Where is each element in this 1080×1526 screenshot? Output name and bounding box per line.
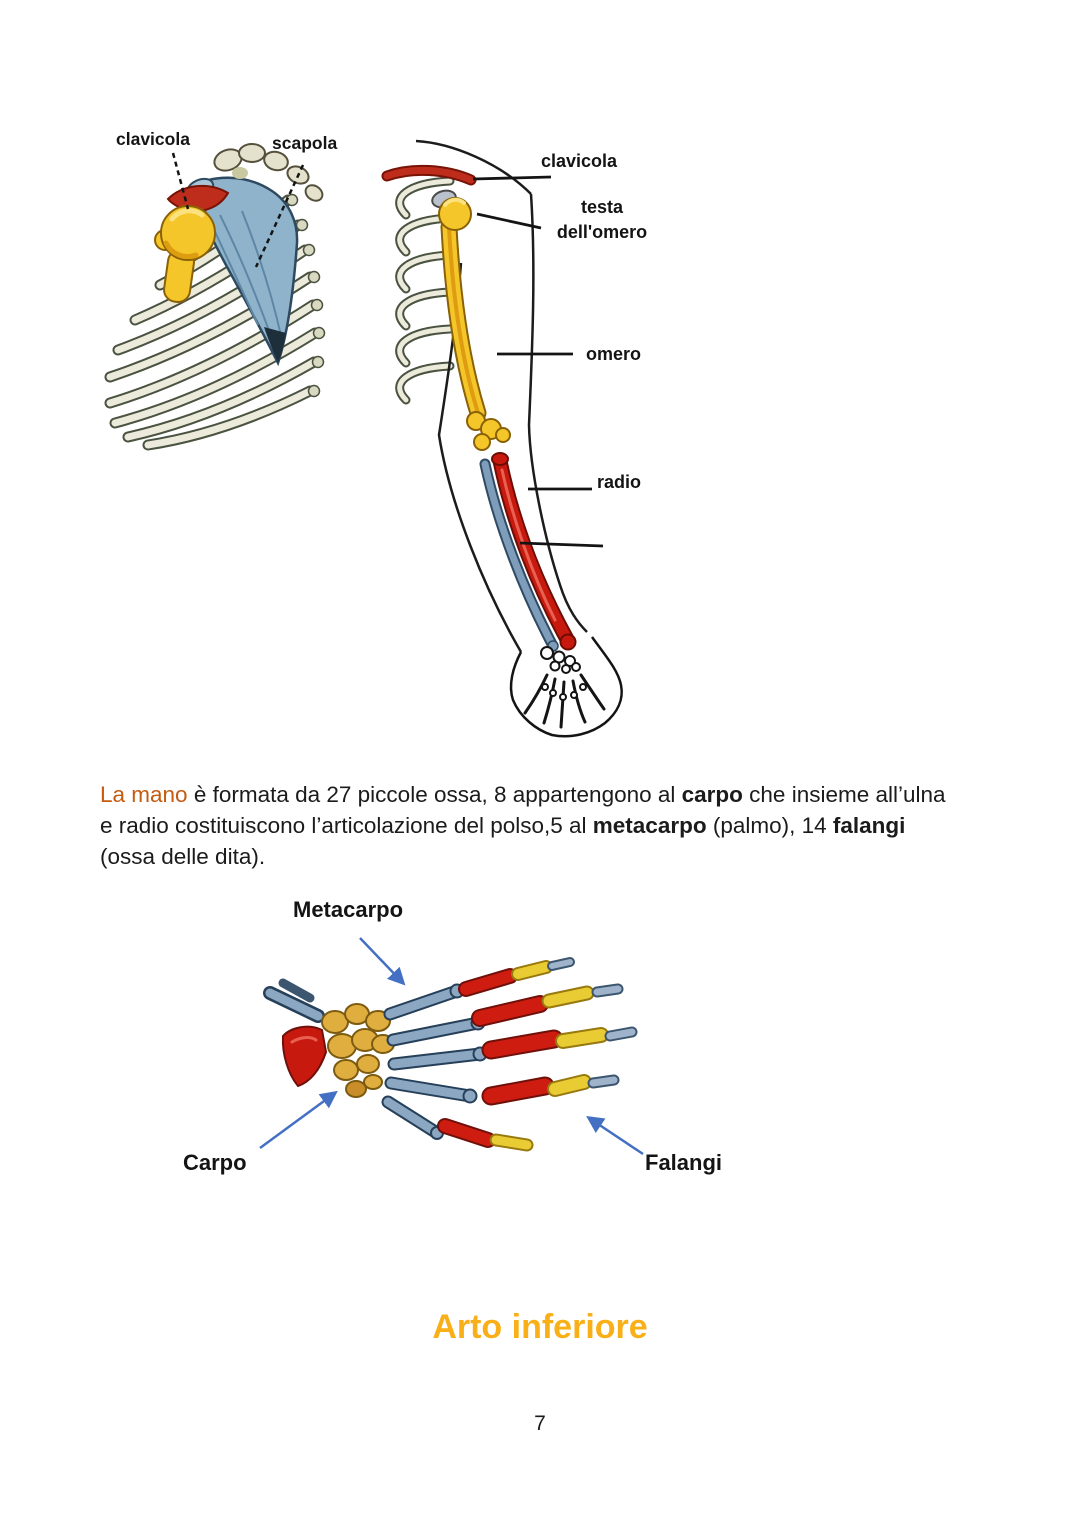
paragraph-text: (palmo), 14 bbox=[706, 813, 833, 838]
rib-cage-left bbox=[104, 193, 326, 451]
hand-illustration bbox=[259, 937, 644, 1156]
humerus-left bbox=[154, 205, 216, 304]
vertebrae-knobs bbox=[213, 143, 324, 202]
term-metacarpo: metacarpo bbox=[592, 813, 707, 838]
label-omero: omero bbox=[586, 344, 642, 364]
paragraph-lead: La mano bbox=[100, 782, 188, 807]
figure-hand-bones: Metacarpo Carpo Falangi bbox=[150, 890, 760, 1190]
paragraph-line-3: (ossa delle dita). bbox=[100, 841, 946, 872]
proximal-phalanges bbox=[437, 968, 564, 1148]
label-testa-line1: testa bbox=[580, 197, 624, 217]
page-number: 7 bbox=[534, 1412, 546, 1435]
label-scapola: scapola bbox=[272, 133, 338, 153]
label-testa-omero: testa dell'omero bbox=[537, 195, 667, 245]
carpal-bones bbox=[321, 1003, 395, 1098]
metacarpal-bones bbox=[381, 983, 488, 1140]
label-falangi: Falangi bbox=[645, 1150, 723, 1175]
term-falangi: falangi bbox=[832, 813, 906, 838]
clavicle-right bbox=[381, 164, 477, 186]
label-clavicola-left: clavicola bbox=[116, 129, 190, 149]
label-testa-line2: dell'omero bbox=[556, 222, 648, 242]
rib-cage-right bbox=[395, 176, 455, 405]
leader-lines-left bbox=[171, 152, 305, 268]
paragraph-line-2: e radio costituiscono l’articolazione de… bbox=[100, 810, 946, 841]
hand-sketch bbox=[509, 636, 623, 738]
annotation-arrows bbox=[259, 937, 644, 1156]
label-metacarpo: Metacarpo bbox=[293, 897, 404, 922]
humerus-right bbox=[438, 197, 511, 451]
label-clavicola-right: clavicola bbox=[541, 151, 618, 171]
distal-phalanges bbox=[547, 957, 638, 1089]
term-carpo: carpo bbox=[681, 782, 743, 807]
paragraph-text: che insieme all’ulna bbox=[742, 782, 946, 807]
carpo-arrow bbox=[259, 1090, 338, 1150]
section-heading: Arto inferiore bbox=[432, 1308, 648, 1346]
leader-lines-right bbox=[472, 175, 604, 548]
figure-shoulder-arm: clavicola scapola clavicola testa dell'o… bbox=[100, 115, 680, 745]
paragraph-text: (ossa delle dita). bbox=[100, 844, 266, 869]
paragraph-text: e radio costituiscono l’articolazione de… bbox=[100, 813, 593, 838]
middle-phalanges bbox=[489, 960, 609, 1152]
falangi-arrow bbox=[586, 1116, 644, 1156]
forearm-bones bbox=[263, 978, 328, 1088]
shoulder-arm-illustration bbox=[104, 139, 623, 738]
paragraph-text: è formata da 27 piccole ossa, 8 apparten… bbox=[187, 782, 682, 807]
label-carpo: Carpo bbox=[183, 1150, 247, 1175]
paragraph-line-1: La mano è formata da 27 piccole ossa, 8 … bbox=[100, 779, 946, 810]
label-radio: radio bbox=[597, 472, 642, 492]
metacarpo-arrow bbox=[359, 937, 406, 986]
hand-paragraph: La mano è formata da 27 piccole ossa, 8 … bbox=[100, 779, 946, 872]
